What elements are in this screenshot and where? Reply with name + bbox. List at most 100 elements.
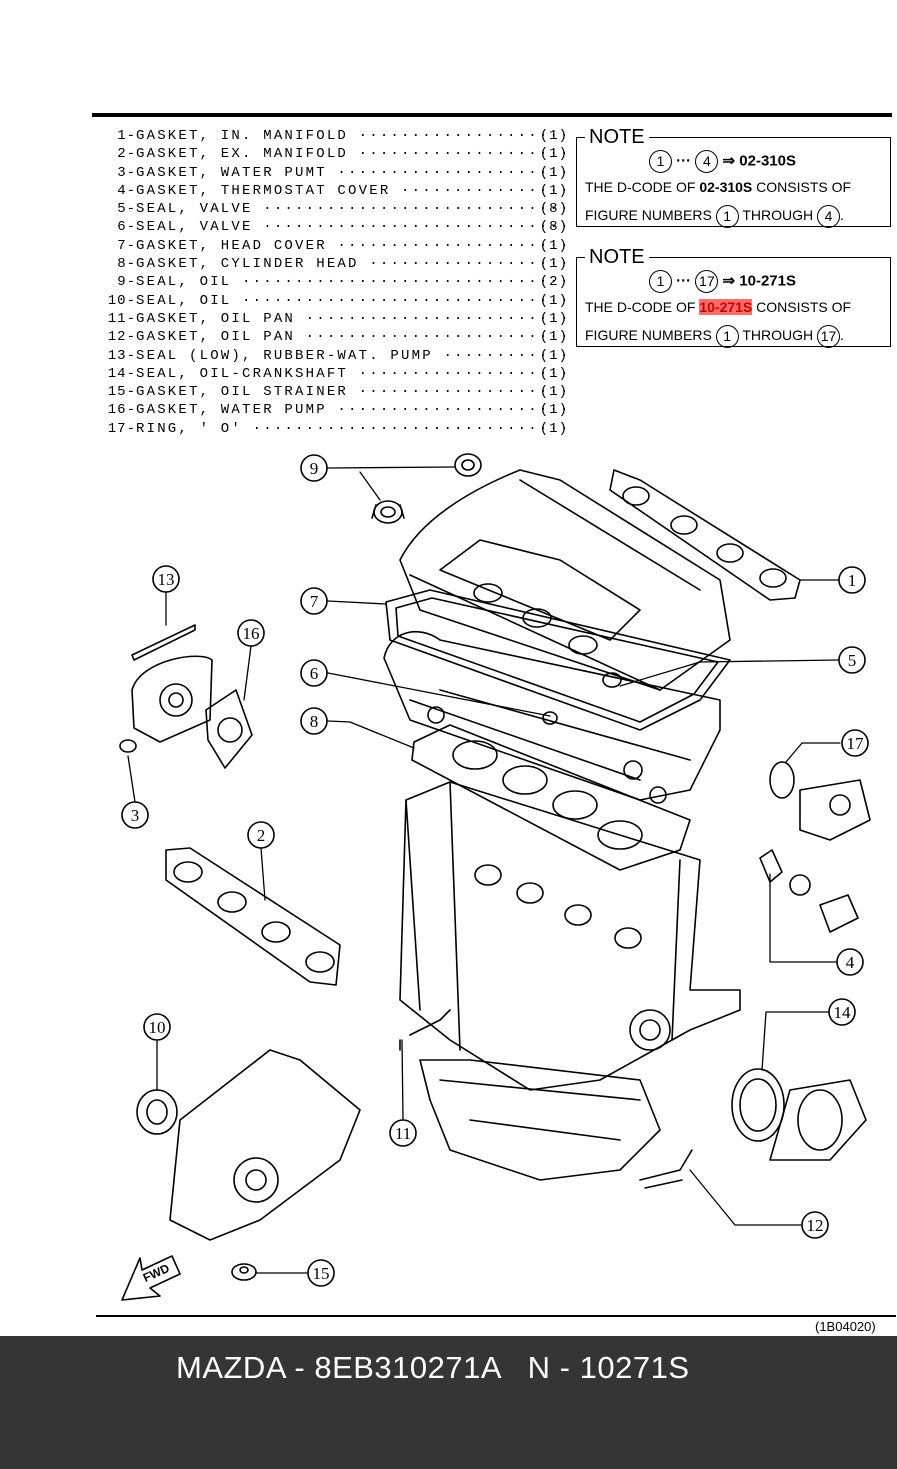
note-box-1: NOTE 1 ··· 4 ⇒ 02-310S THE D-CODE OF 02-… [576, 126, 891, 228]
circled-number: 1 [715, 325, 739, 348]
head-gasket-icon [411, 724, 691, 871]
parts-list-item: 4-GASKET, THERMOSTAT COVER ·············… [96, 182, 568, 200]
part-description: 5-SEAL, VALVE ··························… [96, 200, 568, 218]
dot-leader: ········································ [263, 201, 568, 218]
part-quantity: (1) [539, 292, 568, 309]
part-quantity: (8) [539, 201, 568, 218]
callout-1: 1 [838, 566, 866, 594]
ellipsis: ··· [676, 152, 692, 170]
d-code: 02-310S [739, 152, 796, 170]
part-number: 12- [107, 329, 136, 346]
svg-text:8: 8 [310, 712, 319, 731]
dot-leader: ········································ [358, 365, 568, 382]
callout-16: 16 [237, 619, 265, 647]
part-description: 14-SEAL, OIL-CRANKSHAFT ················… [96, 365, 568, 383]
part-quantity: (1) [539, 182, 568, 199]
callout-7: 7 [300, 587, 328, 615]
part-quantity: (1) [539, 128, 568, 144]
callout-13: 13 [152, 565, 180, 593]
part-quantity: (1) [539, 347, 568, 364]
callout-9: 9 [300, 454, 328, 482]
part-number: 4- [117, 182, 136, 199]
part-description: 16-GASKET, WATER PUMP ··················… [96, 401, 568, 419]
dot-leader: ········································ [337, 237, 568, 254]
part-name: SEAL, VALVE [136, 219, 253, 236]
part-description: 12-GASKET, OIL PAN ·····················… [96, 328, 568, 346]
part-number: 17- [107, 420, 136, 437]
note-text-line: THE D-CODE OF 02-310S CONSISTS OF [585, 179, 852, 195]
callouts: 9 1 13 16 7 5 6 8 17 3 2 4 14 10 11 12 1… [121, 454, 869, 1287]
parts-list: 1-GASKET, IN. MANIFOLD ·················… [96, 127, 568, 438]
parts-list-item: 5-SEAL, VALVE ··························… [96, 200, 568, 218]
svg-text:10: 10 [149, 1018, 166, 1037]
bottom-rule [96, 1315, 896, 1317]
circled-number: 17 [695, 270, 719, 293]
dot-leader: ········································ [358, 128, 568, 144]
part-name: GASKET, IN. MANIFOLD [136, 128, 349, 144]
callout-8: 8 [300, 707, 328, 735]
part-number: 11- [107, 310, 136, 327]
exhaust-manifold-gasket-icon [165, 847, 341, 986]
part-description: 9-SEAL, OIL ····························… [96, 273, 568, 291]
leader-lines [127, 466, 866, 1274]
part-description: 4-GASKET, THERMOSTAT COVER ·············… [96, 182, 568, 200]
dot-leader: ········································ [305, 310, 568, 327]
oil-strainer-gasket-icon [231, 1263, 257, 1281]
part-description: 8-GASKET, CYLINDER HEAD ················… [96, 255, 568, 273]
part-name: GASKET, WATER PUMP [136, 402, 327, 419]
callout-14: 14 [828, 998, 856, 1026]
cylinder-head-icon [383, 630, 721, 804]
cylinder-block-icon [399, 781, 741, 1091]
water-pump-icon [119, 624, 253, 769]
intake-manifold-gasket-icon [609, 469, 801, 601]
note-title: NOTE [585, 246, 649, 269]
part-number: 5- [117, 201, 136, 218]
callout-15: 15 [307, 1259, 335, 1287]
svg-text:11: 11 [395, 1124, 411, 1143]
dot-leader: ········································ [443, 347, 568, 364]
part-name: SEAL, OIL-CRANKSHAFT [136, 365, 349, 382]
part-description: 13-SEAL (LOW), RUBBER-WAT. PUMP ········… [96, 347, 568, 365]
note-text-line: FIGURE NUMBERS 1 THROUGH 17. [585, 325, 844, 348]
d-code: 02-310S [699, 179, 753, 195]
ellipsis: ··· [676, 272, 692, 290]
callout-11: 11 [389, 1119, 417, 1147]
fwd-label: FWD [141, 1261, 172, 1285]
footer-part-number: MAZDA - 8EB310271A N - 10271S [176, 1350, 690, 1385]
callout-17: 17 [841, 729, 869, 757]
circled-number: 1 [649, 150, 672, 173]
part-quantity: (1) [539, 402, 568, 419]
part-quantity: (1) [539, 420, 568, 437]
circled-number: 4 [695, 150, 719, 173]
top-rule [92, 113, 892, 117]
parts-list-item: 8-GASKET, CYLINDER HEAD ················… [96, 255, 568, 273]
parts-list-item: 7-GASKET, HEAD COVER ···················… [96, 237, 568, 255]
part-quantity: (2) [539, 274, 568, 291]
circled-number: 17 [817, 325, 840, 348]
part-quantity: (1) [539, 164, 568, 181]
note-range: 1 ··· 4 ⇒ 02-310S [649, 150, 796, 173]
part-name: GASKET, OIL PAN [136, 310, 296, 327]
svg-text:7: 7 [310, 592, 319, 611]
figure-code: (1B04020) [815, 1319, 876, 1334]
part-number: 2- [117, 146, 136, 163]
part-number: 16- [107, 402, 136, 419]
oil-pan-icon [399, 1009, 661, 1181]
highlighted-d-code: 10-271S [699, 299, 753, 315]
parts-list-item: 1-GASKET, IN. MANIFOLD ·················… [96, 127, 568, 145]
dot-leader: ········································ [358, 146, 568, 163]
part-name: GASKET, EX. MANIFOLD [136, 146, 349, 163]
svg-text:15: 15 [313, 1264, 330, 1283]
oil-pump-icon [136, 1049, 361, 1241]
part-name: RING, ' O' [136, 420, 243, 437]
head-cover-icon [399, 469, 731, 691]
part-quantity: (8) [539, 219, 568, 236]
dot-leader: ········································ [242, 274, 568, 291]
dot-leader: ········································ [358, 384, 568, 401]
callout-5: 5 [838, 646, 866, 674]
parts-list-item: 2-GASKET, EX. MANIFOLD ·················… [96, 145, 568, 163]
forward-arrow-icon: FWD [121, 1255, 181, 1301]
callout-6: 6 [300, 659, 328, 687]
callout-12: 12 [801, 1211, 829, 1239]
part-number: 3- [117, 164, 136, 181]
